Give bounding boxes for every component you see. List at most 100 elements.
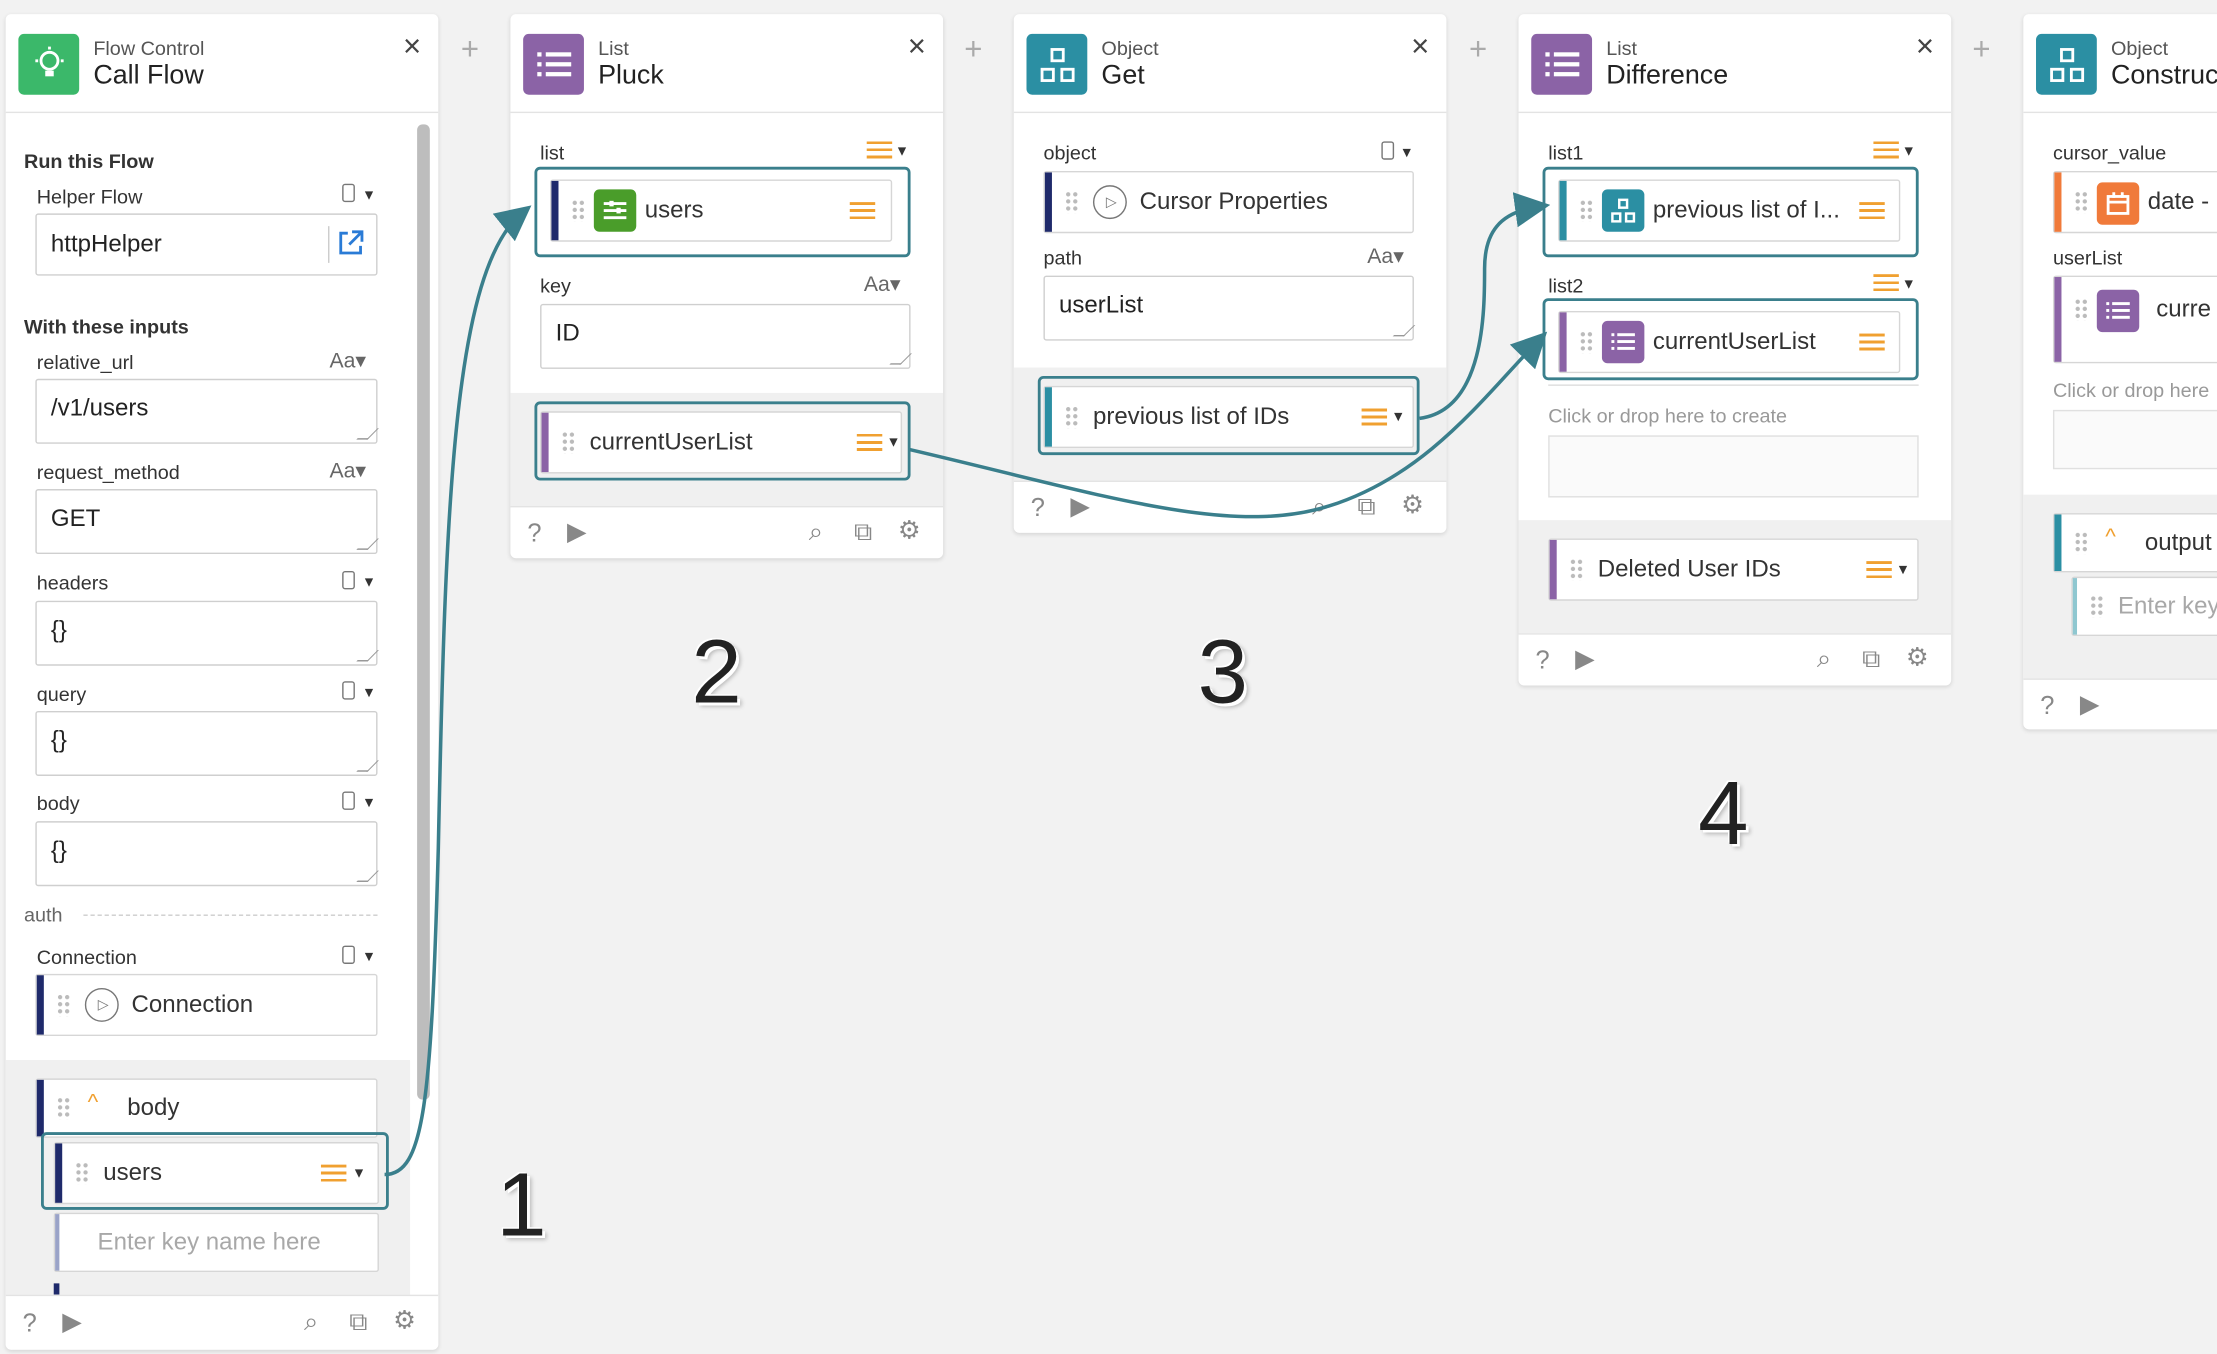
search-icon[interactable]: ⌕ xyxy=(808,517,824,546)
query-field[interactable]: {} xyxy=(35,710,379,776)
chevron-down-icon[interactable]: ▼ xyxy=(361,685,376,702)
add-step-button-2[interactable]: + xyxy=(964,31,983,67)
drag-handle-icon[interactable] xyxy=(56,993,71,1017)
key-name-input[interactable]: Enter key name here xyxy=(53,1212,379,1273)
help-icon[interactable]: ? xyxy=(527,518,542,547)
list-type-icon[interactable] xyxy=(1859,202,1885,222)
relative-url-field[interactable]: /v1/users xyxy=(35,378,379,444)
list1-chip[interactable]: previous list of I... xyxy=(1558,179,1901,242)
key-name-input[interactable]: Enter key xyxy=(2071,576,2217,637)
chevron-down-icon[interactable]: ▼ xyxy=(894,144,910,160)
chevron-down-icon[interactable]: ▼ xyxy=(886,435,901,451)
drag-handle-icon[interactable] xyxy=(561,431,576,454)
help-icon[interactable]: ? xyxy=(1535,645,1550,675)
chevron-down-icon[interactable]: ▼ xyxy=(361,187,376,204)
object-type-icon[interactable] xyxy=(1381,141,1395,160)
drop-hint[interactable]: Click or drop here to create xyxy=(1548,404,1787,427)
text-type-icon[interactable]: Aa▾ xyxy=(329,459,367,484)
play-icon[interactable]: ▶ xyxy=(1070,491,1090,521)
chevron-down-icon[interactable]: ▼ xyxy=(361,949,376,966)
path-field[interactable]: userList xyxy=(1043,275,1416,341)
search-icon[interactable]: ⌕ xyxy=(1816,644,1832,673)
output-current-user-list-chip[interactable]: currentUserList ▼ xyxy=(540,411,903,474)
play-icon[interactable]: ▶ xyxy=(2079,689,2100,719)
chevron-down-icon[interactable]: ▼ xyxy=(361,575,376,591)
add-step-button-3[interactable]: + xyxy=(1469,31,1488,67)
drag-handle-icon[interactable] xyxy=(2074,531,2089,555)
external-link-icon[interactable] xyxy=(337,229,365,257)
drag-handle-icon[interactable] xyxy=(1569,558,1584,581)
output-chip[interactable]: ^ output xyxy=(2052,513,2217,573)
drag-handle-icon[interactable] xyxy=(1064,190,1079,214)
drag-handle-icon[interactable] xyxy=(2074,298,2089,321)
cursor-value-chip[interactable]: date - xyxy=(2052,171,2217,234)
play-icon[interactable]: ▶ xyxy=(566,517,587,546)
drag-handle-icon[interactable] xyxy=(1579,330,1594,354)
text-type-icon[interactable]: Aa▾ xyxy=(1367,244,1404,269)
list2-chip[interactable]: currentUserList xyxy=(1558,310,1901,374)
output-users-chip[interactable]: users ▼ xyxy=(53,1142,379,1205)
drag-handle-icon[interactable] xyxy=(2074,190,2089,214)
list-type-icon[interactable] xyxy=(1873,141,1899,162)
chevron-down-icon[interactable]: ▼ xyxy=(361,795,376,812)
help-icon[interactable]: ? xyxy=(22,1308,37,1338)
object-type-icon[interactable] xyxy=(342,945,355,964)
object-type-icon[interactable] xyxy=(342,681,355,700)
drag-handle-icon[interactable] xyxy=(56,1096,71,1120)
drag-handle-icon[interactable] xyxy=(571,199,586,222)
copy-icon[interactable]: ⧉ xyxy=(1862,644,1881,673)
drop-hint[interactable]: Click or drop here xyxy=(2052,378,2210,402)
body-field[interactable]: {} xyxy=(35,821,379,887)
close-icon[interactable]: × xyxy=(907,28,926,64)
connection-chip[interactable]: ▷ Connection xyxy=(35,973,378,1037)
help-icon[interactable]: ? xyxy=(2040,691,2055,720)
chevron-up-icon[interactable]: ^ xyxy=(2105,525,2116,550)
output-previous-list-chip[interactable]: previous list of IDs ▼ xyxy=(1043,385,1414,449)
drag-handle-icon[interactable] xyxy=(1579,199,1594,222)
drag-handle-icon[interactable] xyxy=(74,1161,90,1185)
copy-icon[interactable]: ⧉ xyxy=(349,1307,368,1336)
output-body-chip[interactable]: ^ body xyxy=(35,1078,378,1138)
object-type-icon[interactable] xyxy=(342,791,355,810)
object-type-icon[interactable] xyxy=(342,571,355,590)
gear-icon[interactable]: ⚙ xyxy=(1905,643,1929,672)
copy-icon[interactable]: ⧉ xyxy=(1357,491,1376,521)
drag-handle-icon[interactable] xyxy=(2089,595,2104,618)
chevron-down-icon[interactable]: ▼ xyxy=(1901,144,1916,160)
list-type-icon[interactable] xyxy=(849,202,876,222)
text-type-icon[interactable]: Aa▾ xyxy=(863,272,901,297)
list-type-icon[interactable] xyxy=(856,433,883,454)
chevron-down-icon[interactable]: ▼ xyxy=(1901,277,1916,293)
headers-field[interactable]: {} xyxy=(35,600,379,666)
list-type-icon[interactable] xyxy=(1859,333,1885,354)
text-type-icon[interactable]: Aa▾ xyxy=(329,349,367,374)
close-icon[interactable]: × xyxy=(1915,28,1935,64)
scrollbar[interactable] xyxy=(417,124,430,1100)
helper-flow-field[interactable]: httpHelper xyxy=(35,213,378,276)
object-chip[interactable]: ▷ Cursor Properties xyxy=(1043,171,1414,234)
gear-icon[interactable]: ⚙ xyxy=(1401,490,1424,519)
list-type-icon[interactable] xyxy=(1361,408,1388,429)
copy-icon[interactable]: ⧉ xyxy=(853,517,873,546)
request-method-field[interactable]: GET xyxy=(35,489,379,555)
list-type-icon[interactable] xyxy=(320,1164,347,1185)
play-icon[interactable]: ▶ xyxy=(62,1307,82,1336)
chevron-down-icon[interactable]: ▼ xyxy=(352,1166,367,1182)
list-type-icon[interactable] xyxy=(1873,274,1899,294)
gear-icon[interactable]: ⚙ xyxy=(393,1305,416,1335)
userlist-chip[interactable]: curre xyxy=(2052,275,2217,364)
chevron-down-icon[interactable]: ▼ xyxy=(1896,562,1911,579)
key-field[interactable]: ID xyxy=(540,303,912,369)
close-icon[interactable]: × xyxy=(402,28,422,64)
output-deleted-ids-chip[interactable]: Deleted User IDs ▼ xyxy=(1548,538,1919,601)
close-icon[interactable]: × xyxy=(1411,28,1430,64)
search-icon[interactable]: ⌕ xyxy=(303,1307,319,1336)
drop-zone[interactable] xyxy=(2052,409,2217,470)
object-type-icon[interactable] xyxy=(342,183,355,203)
add-step-button-1[interactable]: + xyxy=(460,31,480,67)
add-step-button-4[interactable]: + xyxy=(1972,31,1991,67)
chevron-up-icon[interactable]: ^ xyxy=(87,1091,99,1116)
list-type-icon[interactable] xyxy=(1866,561,1892,581)
gear-icon[interactable]: ⚙ xyxy=(897,515,921,545)
list-type-icon[interactable] xyxy=(866,141,893,162)
